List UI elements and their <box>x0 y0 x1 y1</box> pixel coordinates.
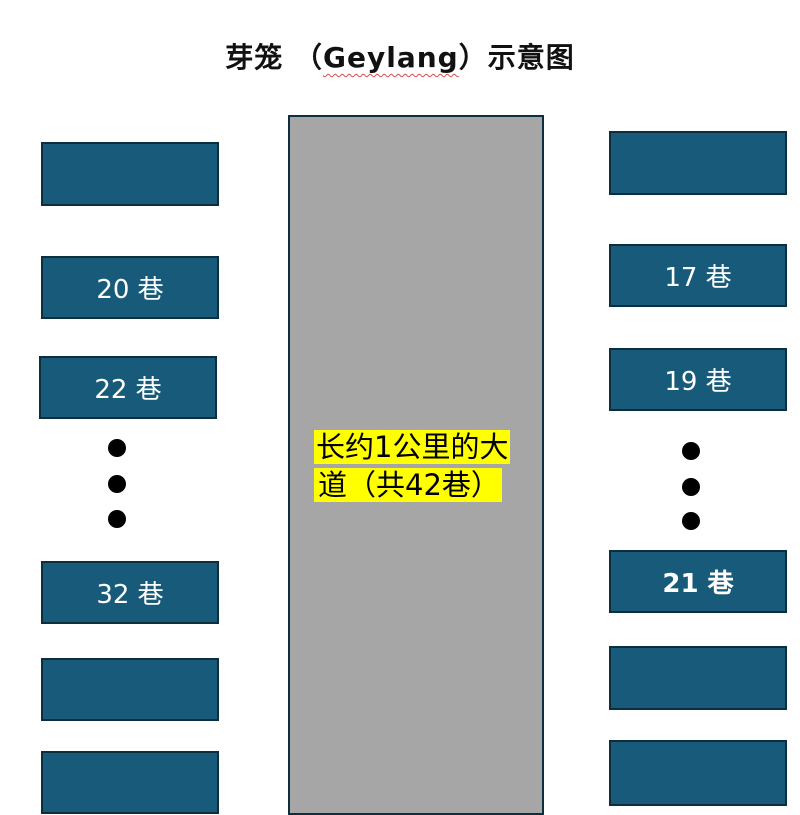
left-lane-unlabeled <box>41 658 219 721</box>
left-ellipsis-dot <box>108 475 126 493</box>
right-ellipsis-dot <box>682 442 700 460</box>
right-lane-17: 17 巷 <box>609 244 787 307</box>
left-ellipsis-dot <box>108 439 126 457</box>
road-label-line1: 长约1公里的大 <box>314 430 511 464</box>
right-lane-21: 21 巷 <box>609 550 787 613</box>
title-geylang: Geylang <box>323 41 459 74</box>
diagram-title: 芽笼 （Geylang）示意图 <box>0 36 800 76</box>
left-lane-unlabeled <box>41 142 219 206</box>
left-lane-20: 20 巷 <box>41 256 219 319</box>
right-ellipsis-dot <box>682 512 700 530</box>
left-lane-32: 32 巷 <box>41 561 219 624</box>
right-lane-19: 19 巷 <box>609 348 787 411</box>
road-label: 长约1公里的大 道（共42巷） <box>314 428 524 504</box>
title-prefix: 芽笼 （ <box>225 41 324 74</box>
left-lane-22: 22 巷 <box>39 356 217 419</box>
title-suffix: ）示意图 <box>458 41 575 74</box>
right-lane-unlabeled <box>609 131 787 195</box>
left-lane-unlabeled <box>41 751 219 814</box>
right-ellipsis-dot <box>682 478 700 496</box>
road-label-line2: 道（共42巷） <box>314 468 502 502</box>
right-lane-unlabeled <box>609 646 787 710</box>
left-ellipsis-dot <box>108 510 126 528</box>
right-lane-unlabeled <box>609 740 787 806</box>
main-road <box>288 115 544 815</box>
